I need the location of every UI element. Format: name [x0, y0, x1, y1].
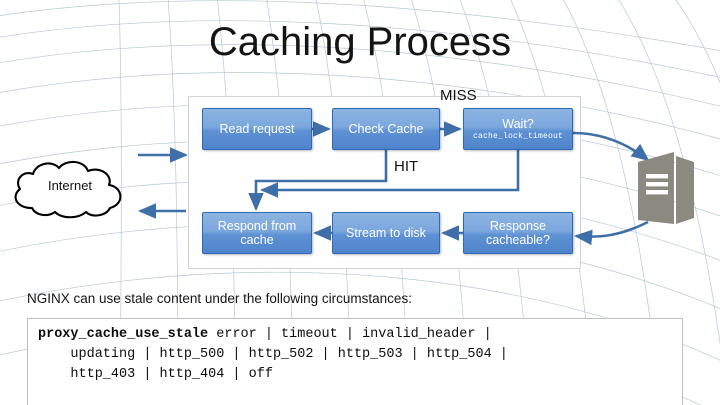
edge-wait-to-server — [572, 131, 650, 162]
edge-wait-down-left — [259, 150, 520, 198]
cloud-icon — [14, 160, 122, 219]
stale-content-description: NGINX can use stale content under the fo… — [27, 291, 412, 306]
node-wait[interactable]: Wait? cache_lock_timeout — [463, 108, 573, 150]
cloud-label: Internet — [47, 178, 93, 193]
node-label: Read request — [219, 122, 295, 136]
page-title: Caching Process — [208, 20, 512, 64]
node-stream-to-disk[interactable]: Stream to disk — [332, 212, 440, 254]
edge-label-miss: MISS — [440, 87, 477, 104]
node-check-cache[interactable]: Check Cache — [332, 108, 440, 150]
node-label: Stream to disk — [346, 226, 426, 240]
node-label: Check Cache — [348, 122, 424, 136]
code-line-1-rest: error | timeout | invalid_header | — [208, 327, 492, 342]
edge-hit-to-respond — [248, 150, 388, 212]
node-respond-from-cache[interactable]: Respond from cache — [202, 212, 312, 254]
code-line-2: updating | http_500 | http_502 | http_50… — [38, 347, 508, 362]
server-icon — [638, 152, 694, 224]
node-response-cacheable[interactable]: Response cacheable? — [463, 212, 573, 254]
code-line-3: http_403 | http_404 | off — [38, 367, 273, 382]
code-block-content: proxy_cache_use_stale error | timeout | … — [38, 325, 672, 385]
edge-label-hit: HIT — [394, 158, 419, 175]
node-sublabel-cache-lock-timeout: cache_lock_timeout — [472, 131, 563, 141]
edge-server-to-cacheable — [573, 220, 649, 246]
code-block: proxy_cache_use_stale error | timeout | … — [27, 318, 683, 405]
node-label: Wait? — [502, 116, 534, 131]
code-directive: proxy_cache_use_stale — [38, 327, 209, 342]
node-read-request[interactable]: Read request — [202, 108, 312, 150]
node-label: Response cacheable? — [486, 219, 550, 247]
node-label: Respond from cache — [217, 219, 297, 247]
